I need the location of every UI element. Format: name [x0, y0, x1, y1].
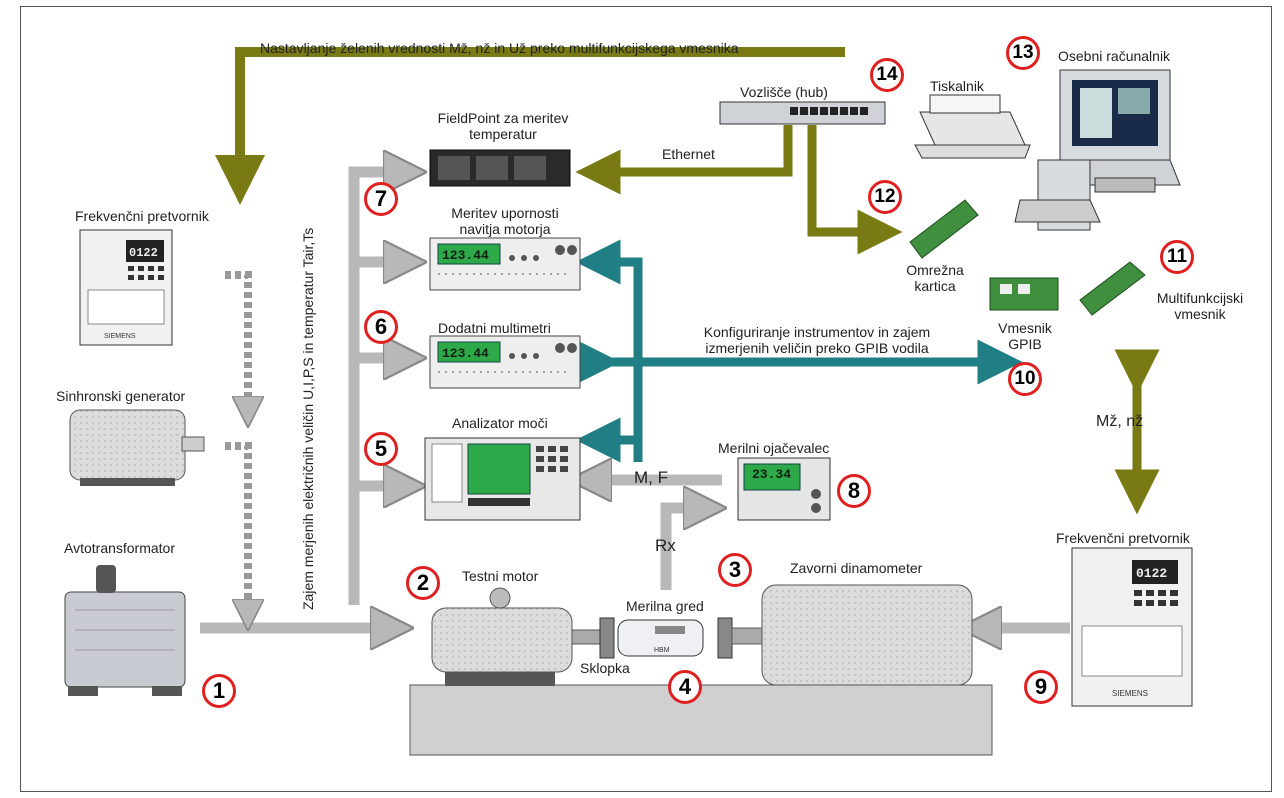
acquisition-trunk [348, 172, 405, 605]
label-printer: Tiskalnik [930, 78, 984, 94]
autotransformer [64, 565, 186, 696]
label-setpoints: Mž, nž [1096, 413, 1144, 430]
label-ethernet: Ethernet [662, 146, 715, 162]
marker-1: 1 [202, 674, 236, 708]
label-amplifier: Merilni ojačevalec [718, 440, 830, 456]
coupling-right [717, 617, 733, 659]
gpib-card [989, 277, 1059, 311]
label-rx: Rx [655, 536, 676, 555]
svg-text:SIEMENS: SIEMENS [104, 333, 136, 340]
svg-text:123.44: 123.44 [442, 346, 489, 361]
gpib-arrow-resistance [575, 239, 643, 462]
marker-2: 2 [406, 566, 440, 600]
setpoint-arrow [215, 47, 845, 205]
hub-to-netcard-arrow [807, 125, 903, 255]
coupling-left [599, 617, 615, 659]
label-power-analyzer: Analizator moči [452, 415, 548, 431]
label-autotrans: Avtotransformator [64, 540, 176, 556]
frequency-converter-left: 0122 SIEMENS [79, 229, 173, 346]
brake-dynamometer [731, 584, 973, 686]
diagram-frame [20, 6, 1272, 792]
power-analyzer [424, 437, 581, 521]
marker-12: 12 [868, 180, 902, 214]
test-motor [431, 587, 601, 686]
label-mf: M, F [634, 468, 668, 487]
label-vertical-acquisition: Zajem merjenih električnih veličin U,I,P… [300, 227, 316, 610]
resistance-meter: 123.44 [429, 237, 581, 291]
label-freq-left: Frekvenčni pretvornik [75, 208, 209, 224]
label-pc: Osebni računalnik [1058, 48, 1171, 64]
synchronous-generator [69, 409, 205, 486]
svg-text:123.44: 123.44 [442, 248, 489, 263]
marker-9: 9 [1024, 670, 1058, 704]
svg-text:0122: 0122 [1136, 566, 1167, 581]
label-extra-multimeter: Dodatni multimetri [438, 320, 551, 336]
marker-10: 10 [1008, 362, 1042, 396]
measuring-amplifier: 23.34 [737, 457, 831, 521]
label-sync-gen: Sinhronski generator [56, 388, 186, 404]
fieldpoint-module [429, 149, 571, 187]
label-test-motor: Testni motor [462, 568, 539, 584]
setpoint-note: Nastavljanje želenih vrednosti Mž, nž in… [260, 40, 739, 56]
svg-text:23.34: 23.34 [752, 467, 791, 482]
multifunction-card [1079, 261, 1146, 316]
marker-13: 13 [1006, 36, 1040, 70]
marker-5: 5 [364, 432, 398, 466]
label-hub: Vozlišče (hub) [740, 84, 828, 100]
label-dyno: Zavorni dinamometer [790, 560, 923, 576]
extra-multimeter: 123.44 [429, 335, 581, 389]
marker-3: 3 [718, 553, 752, 587]
printer [914, 94, 1031, 159]
svg-text:SIEMENS: SIEMENS [1112, 689, 1148, 698]
svg-text:HBM: HBM [654, 647, 670, 654]
network-card [909, 199, 979, 259]
label-freq-right: Frekvenčni pretvornik [1056, 530, 1190, 546]
measuring-shaft: HBM [617, 619, 704, 657]
marker-11: 11 [1160, 240, 1194, 274]
marker-14: 14 [870, 58, 904, 92]
svg-text:0122: 0122 [129, 246, 158, 260]
label-coupling: Sklopka [580, 660, 630, 676]
base-plate [409, 684, 993, 756]
personal-computer [1014, 69, 1181, 231]
marker-7: 7 [364, 182, 398, 216]
hub [719, 101, 886, 125]
ethernet-arrow [575, 125, 793, 195]
frequency-converter-right: 0122 SIEMENS [1071, 547, 1193, 707]
rx-arrow [660, 508, 705, 590]
marker-8: 8 [837, 474, 871, 508]
marker-4: 4 [668, 670, 702, 704]
marker-6: 6 [364, 310, 398, 344]
label-shaft: Merilna gred [626, 598, 704, 614]
